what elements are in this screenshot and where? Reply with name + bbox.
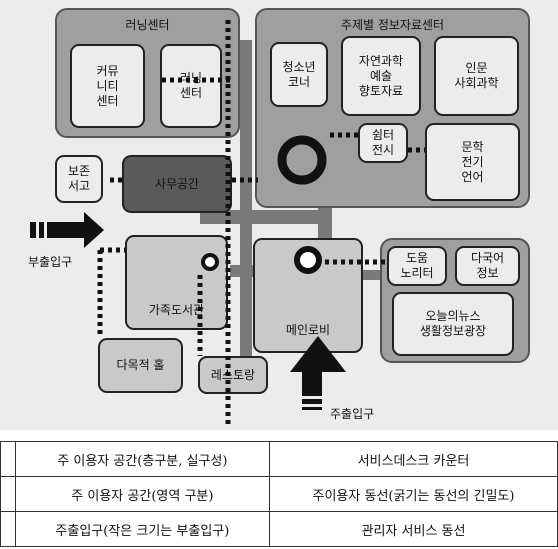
legend-row: 주 이용자 공간(층구분, 실구성) 서비스데스크 카운터 (0, 441, 558, 477)
circulation-path (240, 40, 252, 370)
legend-item: 서비스데스크 카운터 (268, 441, 558, 477)
today-news-room: 오늘의뉴스 생활정보광장 (392, 292, 514, 356)
legend-item: 관리자 서비스 동선 (268, 511, 558, 547)
rest-exhibit-room: 쉼터 전시 (358, 123, 408, 163)
main-entrance-arrow (290, 336, 346, 410)
service-desk-circle (277, 135, 327, 185)
legend-symbol (0, 476, 16, 512)
community-center-room: 커뮤 니티 센터 (70, 44, 145, 128)
family-library-room: 가족도서관 (125, 235, 228, 330)
sub-entrance-label: 부출입구 (28, 255, 73, 269)
multipurpose-hall-room: 다목적 홀 (98, 338, 183, 393)
main-entrance-label: 주출입구 (330, 407, 375, 421)
circulation-path (200, 210, 330, 224)
learning-center-title: 러닝센터 (125, 18, 170, 32)
legend-row: 주출입구(작은 크기는 부출입구) 관리자 서비스 동선 (0, 511, 558, 547)
legend-symbol (0, 441, 16, 477)
floor-plan-diagram: 러닝센터 커뮤 니티 센터 러닝 센터 주제별 정보자료센터 청소년 코너 자연… (0, 0, 558, 430)
theme-info-center-title: 주제별 정보자료센터 (340, 18, 445, 32)
service-desk-circle (294, 246, 322, 274)
legend-item: 주이용자 동선(굵기는 동선의 긴밀도) (268, 476, 558, 512)
legend-table: 주 이용자 공간(층구분, 실구성) 서비스데스크 카운터 주 이용자 공간(영… (0, 441, 558, 547)
multilingual-info-room: 다국어 정보 (455, 246, 520, 286)
legend-item: 주 이용자 공간(층구분, 실구성) (14, 441, 270, 477)
assistive-reader-room: 도움 노리터 (387, 246, 447, 286)
learning-center-room: 러닝 센터 (160, 44, 222, 128)
legend: 주 이용자 공간(층구분, 실구성) 서비스데스크 카운터 주 이용자 공간(영… (0, 431, 558, 549)
youth-corner-room: 청소년 코너 (270, 42, 328, 107)
restaurant-room: 레스토랑 (198, 356, 268, 394)
literature-room: 문학 전기 언어 (425, 123, 520, 201)
humanities-room: 인문 사회과학 (434, 36, 519, 116)
circulation-path (360, 270, 390, 280)
legend-symbol (0, 511, 16, 547)
diagram-overlay (30, 20, 425, 425)
natural-science-room: 자연과학 예술 향토자료 (341, 36, 421, 116)
legend-item: 주출입구(작은 크기는 부출입구) (14, 511, 270, 547)
legend-item: 주 이용자 공간(영역 구분) (14, 476, 270, 512)
sub-entrance-arrow (30, 212, 104, 248)
service-desk-circle (201, 253, 219, 271)
office-space-room: 사무공간 (122, 155, 232, 213)
legend-row: 주 이용자 공간(영역 구분) 주이용자 동선(굵기는 동선의 긴밀도) (0, 476, 558, 512)
preservation-stack-room: 보존 서고 (55, 155, 103, 203)
